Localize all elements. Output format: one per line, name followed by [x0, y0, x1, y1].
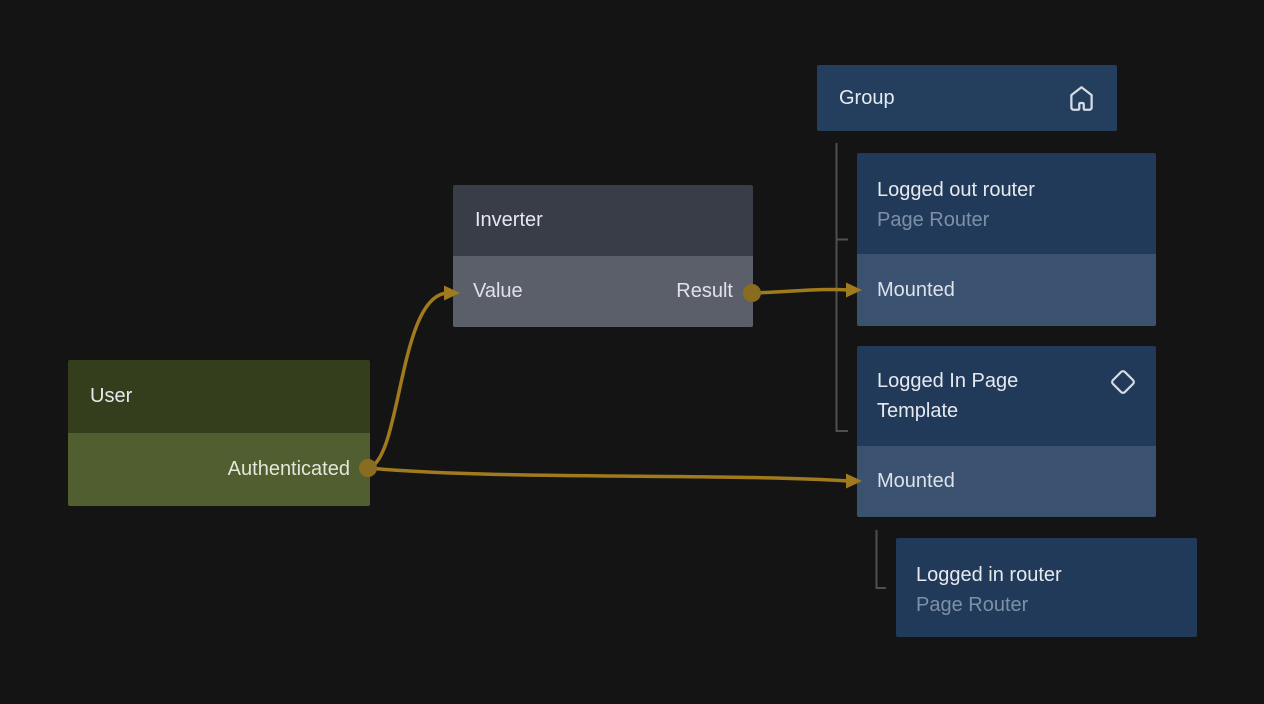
node-logged-out-router-header[interactable]: Logged out router Page Router [857, 153, 1156, 254]
node-inverter-header[interactable]: Inverter [453, 185, 753, 256]
edge-authenticated-to-mounted-template[interactable] [366, 466, 851, 483]
node-subtitle: Page Router [877, 209, 990, 231]
tree-line-mounted-child [875, 530, 886, 589]
node-title: Logged out router [877, 179, 1035, 201]
edge-result-to-mounted-router[interactable] [750, 287, 851, 295]
node-logged-out-router[interactable]: Logged out router Page Router Mounted [857, 153, 1156, 326]
node-logged-in-page-template[interactable]: Logged In Page Template Mounted [857, 346, 1156, 517]
node-group-header[interactable]: Group [817, 65, 1117, 131]
port-label-authenticated: Authenticated [227, 458, 350, 480]
node-subtitle: Page Router [916, 594, 1029, 616]
tree-line-group-children [835, 143, 848, 432]
node-logged-in-router-header[interactable]: Logged in router Page Router [896, 538, 1197, 637]
node-title: Logged In Page Template [877, 370, 1019, 422]
node-user[interactable]: User Authenticated [68, 360, 370, 506]
port-label-mounted: Mounted [877, 278, 955, 301]
node-inverter[interactable]: Inverter Value Result [453, 185, 753, 327]
node-title: Logged in router [916, 564, 1062, 586]
node-title: User [90, 385, 133, 407]
node-user-header[interactable]: User [68, 360, 370, 433]
node-logged-in-page-template-input-row[interactable]: Mounted [857, 446, 1156, 517]
port-label-value: Value [473, 280, 523, 302]
node-title: Group [839, 86, 895, 109]
node-user-output-row[interactable]: Authenticated [68, 433, 370, 506]
node-group[interactable]: Group [817, 65, 1117, 131]
home-icon [1070, 85, 1093, 111]
port-label-mounted: Mounted [877, 470, 955, 492]
node-logged-out-router-input-row[interactable]: Mounted [857, 254, 1156, 326]
node-logged-in-page-template-header[interactable]: Logged In Page Template [857, 346, 1156, 446]
port-label-result: Result [676, 280, 733, 302]
node-title: Inverter [475, 209, 543, 231]
edge-authenticated-to-value[interactable] [366, 291, 450, 470]
node-inverter-port-row[interactable]: Value Result [453, 256, 753, 327]
node-logged-in-router[interactable]: Logged in router Page Router [896, 538, 1197, 637]
diamond-icon [1111, 370, 1135, 394]
